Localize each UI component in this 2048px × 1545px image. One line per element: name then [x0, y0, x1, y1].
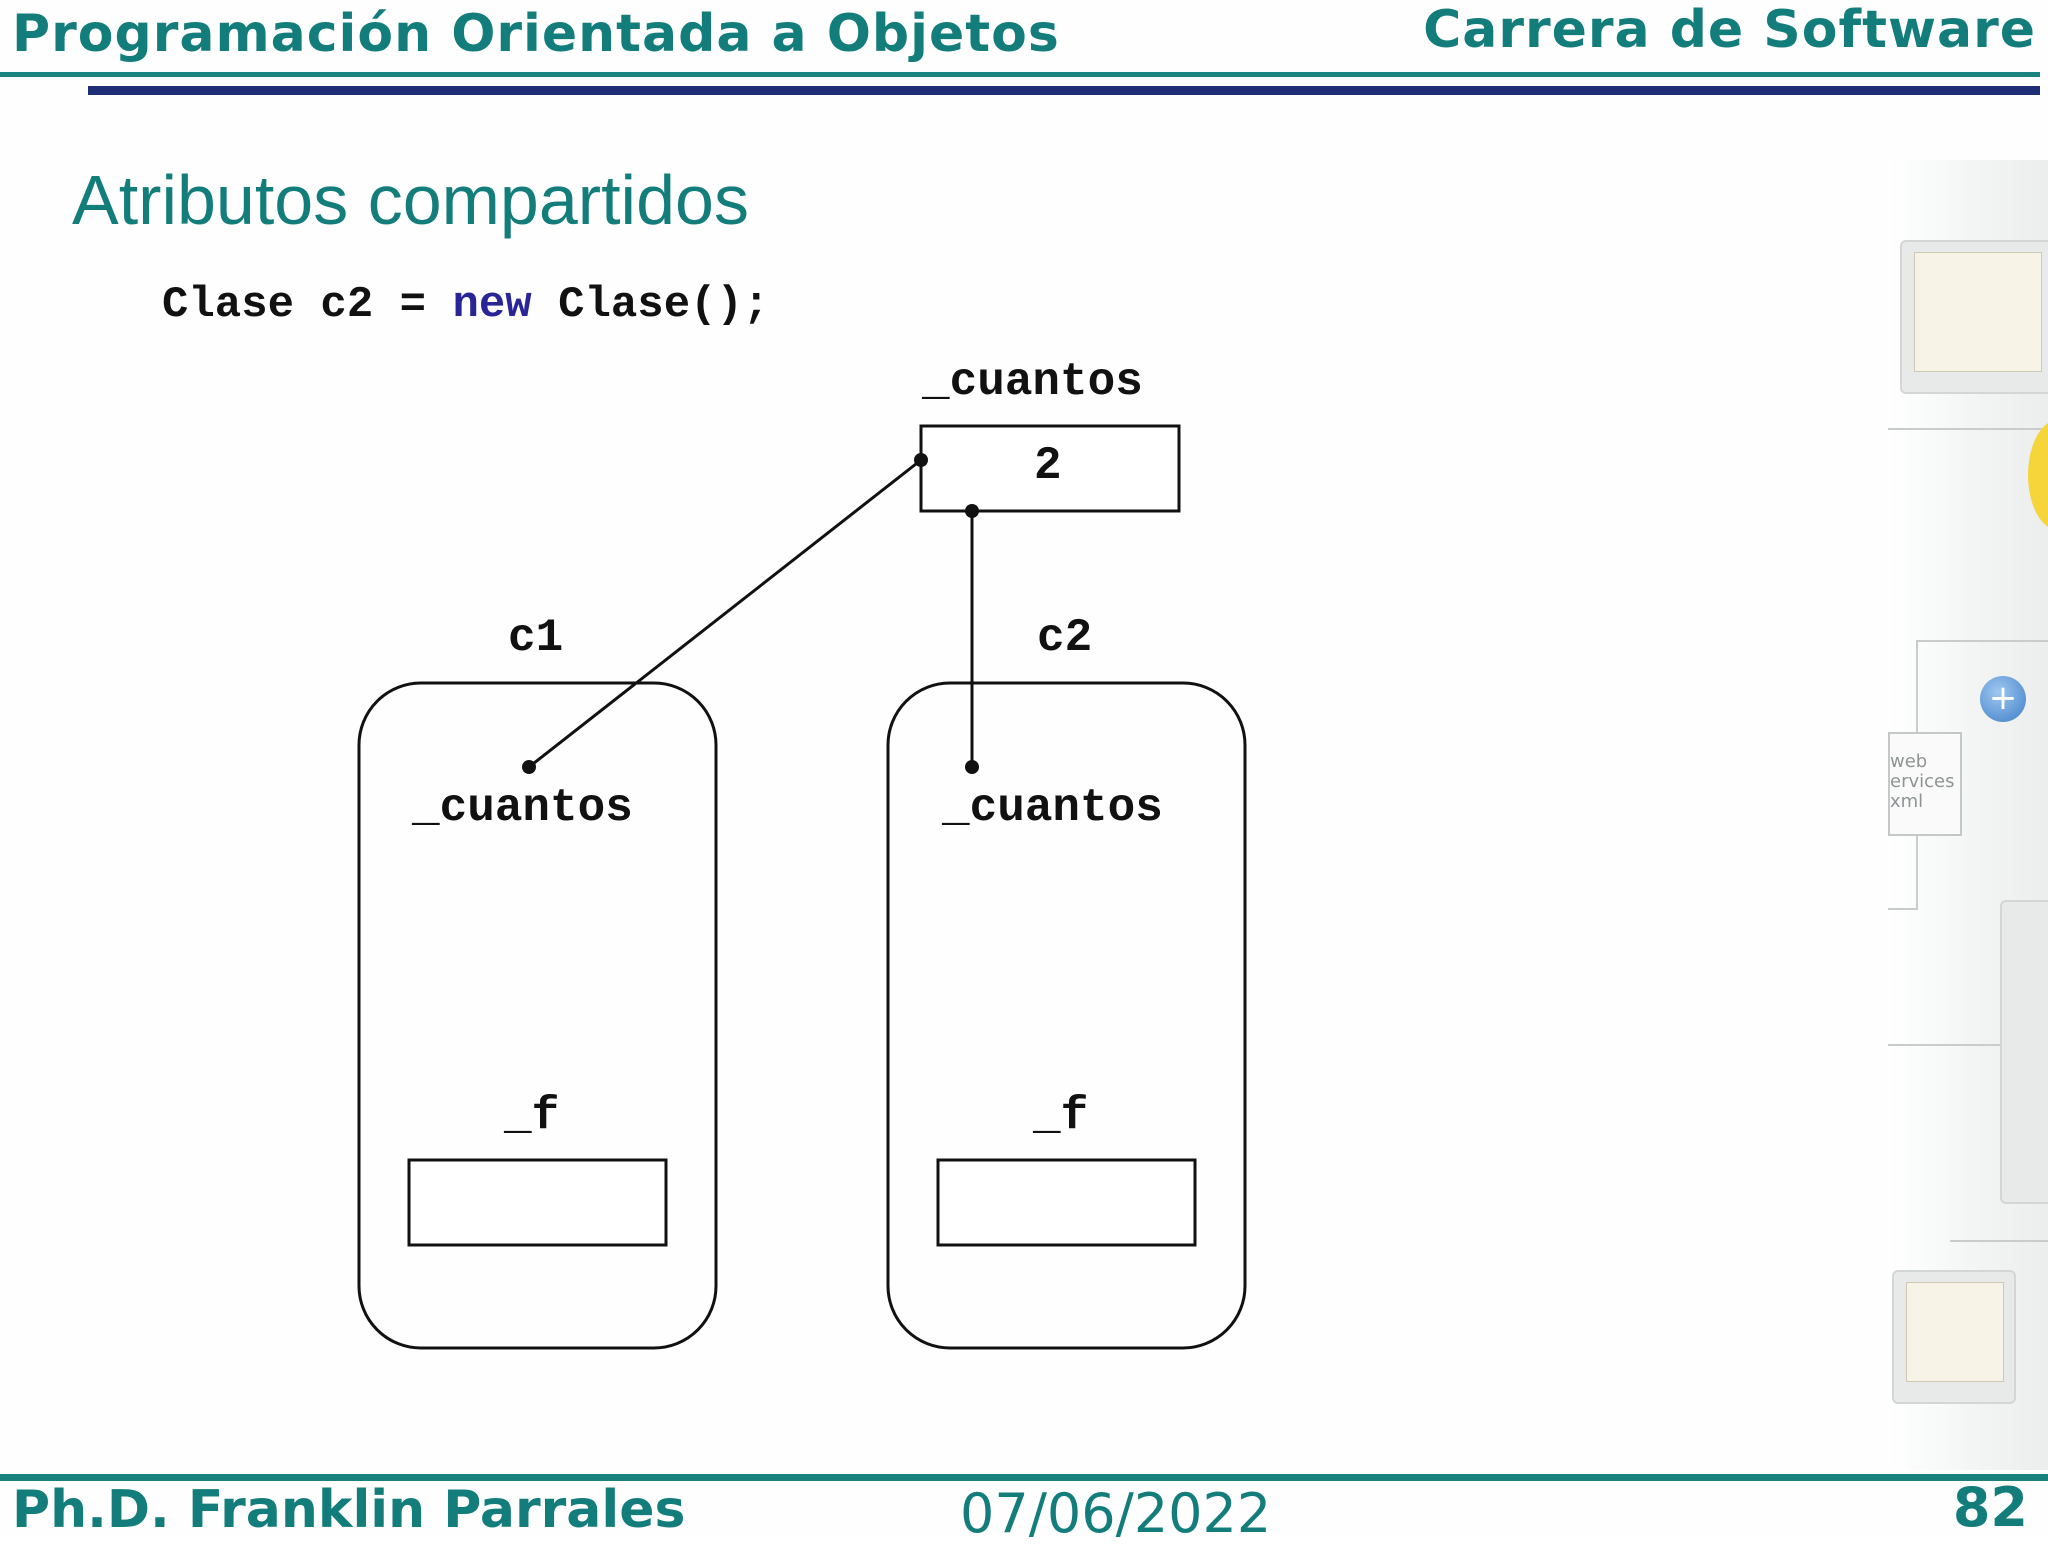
page-number: 82	[1952, 1476, 2028, 1539]
decorative-yellow-shape	[2028, 420, 2048, 530]
static-field-box	[919, 424, 1181, 513]
object-c1-cuantos-label: _cuantos	[412, 782, 633, 834]
presentation-date: 07/06/2022	[960, 1482, 1272, 1545]
code-before: Clase c2 =	[162, 280, 453, 330]
decorative-line-6	[1950, 1240, 2048, 1242]
c2-reference-dot-end	[965, 760, 979, 774]
c2-reference-dot-start	[965, 504, 979, 518]
object-c2-name: c2	[1037, 612, 1093, 664]
c1-reference-dot-start	[522, 760, 536, 774]
object-c1-field-f-box	[407, 1158, 668, 1247]
header-rule-navy	[88, 86, 2040, 95]
code-keyword: new	[452, 280, 532, 330]
decorative-line-5	[1888, 1044, 2000, 1046]
object-c2-field-f-box	[936, 1158, 1197, 1247]
course-title: Programación Orientada a Objetos	[12, 4, 1060, 64]
object-c1-name: c1	[508, 612, 564, 664]
server-tower-icon	[2000, 900, 2048, 1204]
c1-reference-dot-end	[914, 453, 928, 467]
object-c2-f-label: _f	[1033, 1090, 1089, 1142]
web-services-box	[1888, 732, 1962, 836]
static-field-name: _cuantos	[922, 356, 1143, 408]
program-title: Carrera de Software	[1423, 0, 2036, 60]
decorative-line-2	[1916, 640, 2048, 642]
code-line: Clase c2 = new Clase();	[162, 280, 769, 330]
object-c1-box	[357, 681, 718, 1350]
static-field-value: 2	[1034, 440, 1062, 492]
object-c2-cuantos-label: _cuantos	[942, 782, 1163, 834]
code-after: Clase();	[531, 280, 770, 330]
object-c1-f-label: _f	[504, 1090, 560, 1142]
plus-circle-icon: +	[1980, 676, 2026, 722]
decorative-line	[1888, 428, 2048, 430]
object-c2-box	[886, 681, 1247, 1350]
header-rule-teal	[0, 72, 2040, 77]
web-services-label: web ervices xml	[1890, 751, 1955, 812]
decorative-line-4	[1888, 908, 1918, 910]
footer-rule	[0, 1474, 2048, 1481]
slide-title: Atributos compartidos	[72, 161, 749, 239]
c1-cuantos-reference-line	[528, 458, 922, 769]
author-name: Ph.D. Franklin Parrales	[12, 1480, 686, 1540]
computer-monitor-icon	[1900, 240, 2048, 394]
computer-monitor-icon-2	[1892, 1270, 2016, 1404]
